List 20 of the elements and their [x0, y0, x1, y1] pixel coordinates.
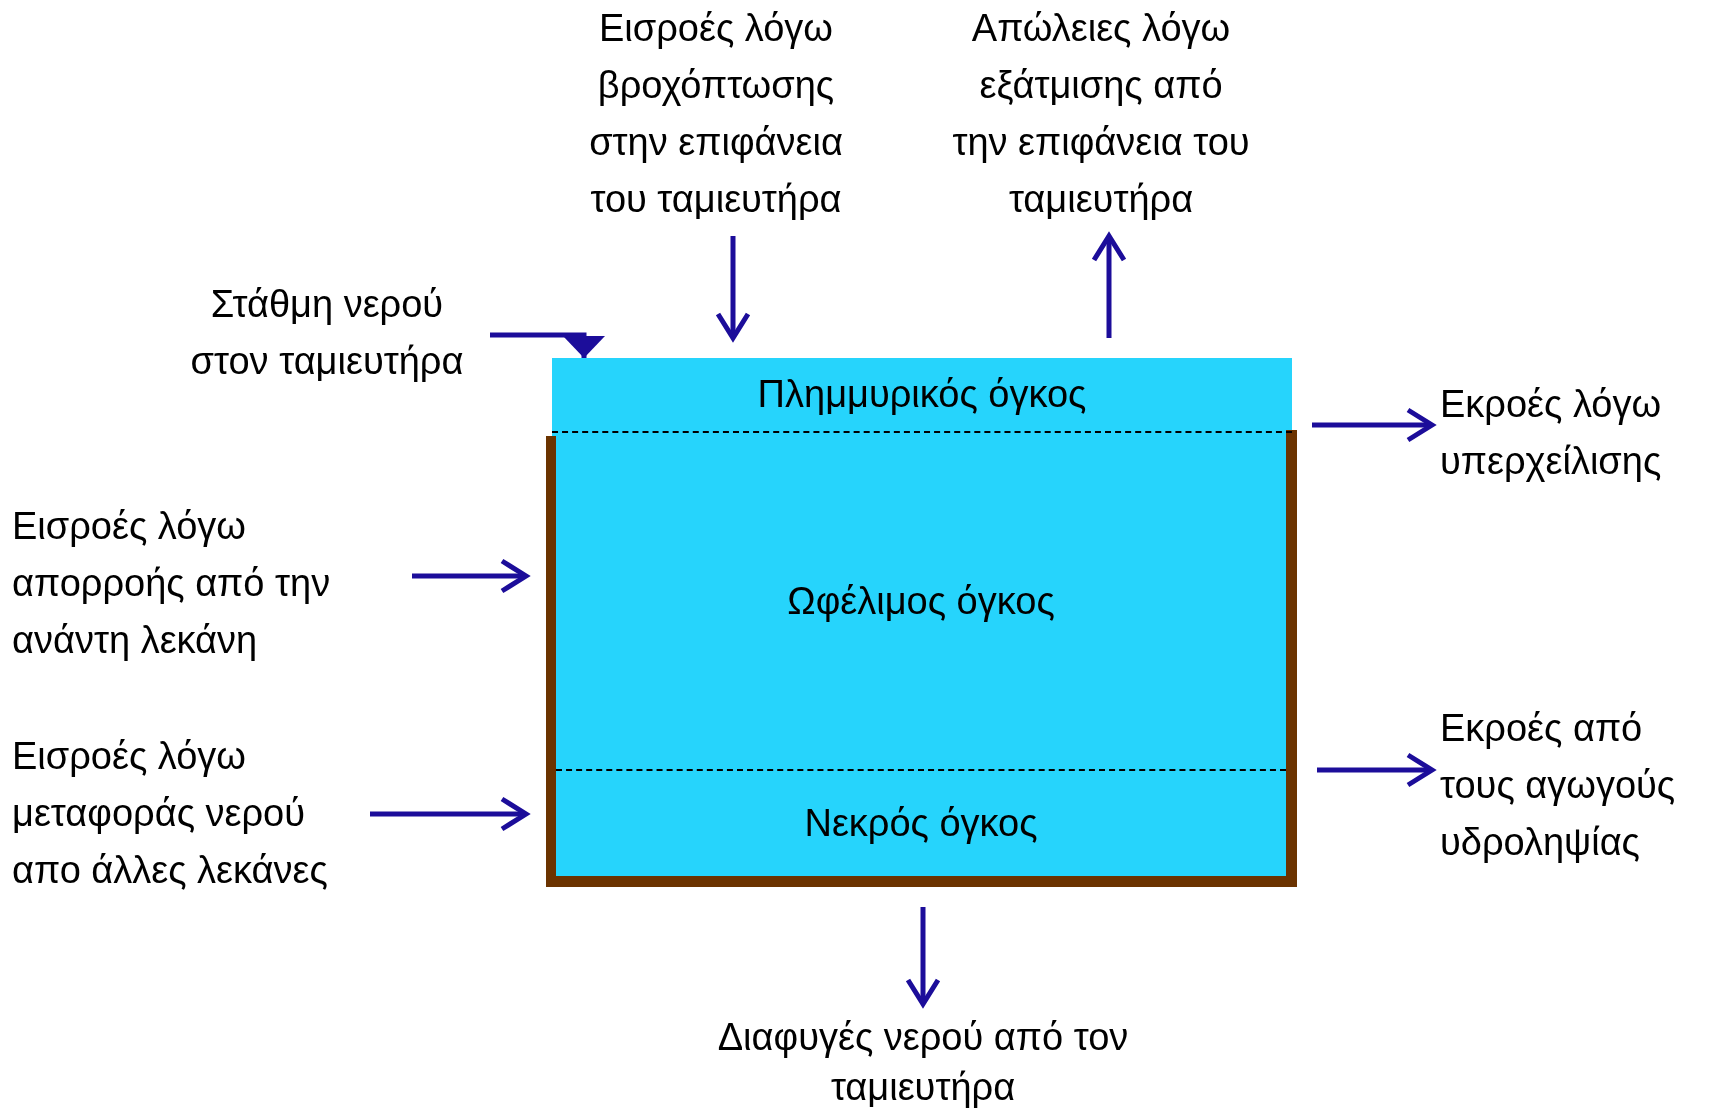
- band-label: Νεκρός όγκος: [804, 801, 1038, 846]
- arrow: [370, 796, 529, 832]
- flow-label: Εισροές λόγω απορροής από την ανάντη λεκάνη: [12, 504, 332, 663]
- arrow: [1091, 233, 1127, 338]
- band-label: Πλημμυρικός όγκος: [757, 372, 1087, 417]
- flow-label: Εισροές λόγω μεταφοράς νερού απο άλλες λεκάνες: [12, 734, 329, 893]
- arrow: [412, 558, 529, 594]
- arrow: [905, 907, 941, 1007]
- flow-label: Στάθμη νερού στον ταμιευτήρα: [189, 282, 465, 384]
- arrow: [1317, 752, 1435, 788]
- arrow: [1312, 407, 1435, 443]
- reservoir-drawing: [546, 358, 1297, 887]
- flow-label: Διαφυγές νερού από τον ταμιευτήρα: [716, 1015, 1130, 1110]
- flow-label: Εισροές λόγω βροχόπτωσης στην επιφάνεια του ταμιευτήρα: [588, 6, 844, 222]
- flow-label: Απώλειες λόγω εξάτμισης από την επιφάνεια του ταμιευτήρα: [951, 6, 1251, 222]
- band-label: Ωφέλιμος όγκος: [787, 578, 1055, 624]
- flow-label: Εκροές λόγω υπερχείλισης: [1440, 382, 1663, 484]
- water-level-marker: [490, 332, 605, 358]
- flow-label: Εκροές από τους αγωγούς υδροληψίας: [1440, 706, 1677, 865]
- arrow: [715, 236, 751, 341]
